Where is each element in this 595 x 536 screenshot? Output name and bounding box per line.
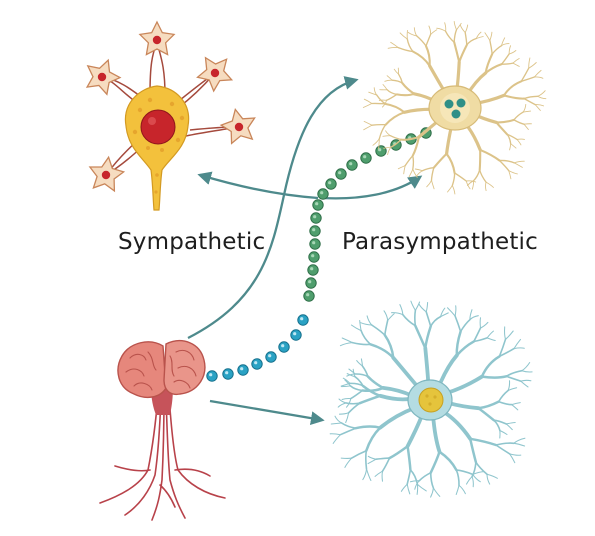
bead <box>309 225 321 237</box>
dendrites <box>329 300 533 498</box>
bead <box>251 358 263 370</box>
bead <box>278 341 290 353</box>
bead <box>310 212 322 224</box>
glial-cell <box>329 300 533 498</box>
brain-stem-roots <box>99 394 226 521</box>
arrow-brain-to-glial-cell <box>209 399 325 425</box>
bead <box>325 178 337 190</box>
blue-bead-chain <box>206 314 309 382</box>
arrow-crossing-to-parasympathetic-neuron <box>321 175 423 200</box>
bead <box>335 168 347 180</box>
bead <box>317 188 329 200</box>
bead <box>346 159 358 171</box>
brain-folds <box>125 349 197 391</box>
brain-right-hemisphere <box>163 340 206 396</box>
bead <box>290 329 302 341</box>
brain <box>99 340 226 521</box>
connection-arrows <box>187 76 423 425</box>
bead <box>237 364 249 376</box>
arrow-crossing-to-sympathetic-neuron <box>197 171 319 200</box>
sympathetic-neuron <box>85 20 256 211</box>
bead <box>309 238 321 250</box>
parasympathetic-nucleus <box>440 93 470 123</box>
bead <box>297 314 309 326</box>
bead <box>307 264 319 276</box>
bead <box>305 277 317 289</box>
star-cell <box>219 107 256 145</box>
star-cells <box>85 20 256 193</box>
bead <box>265 351 277 363</box>
star-cell <box>196 56 234 93</box>
bead <box>375 145 387 157</box>
bead <box>360 152 372 164</box>
green-bead-chain <box>303 127 432 302</box>
star-cell <box>138 20 176 56</box>
parasympathetic-neuron <box>362 21 547 195</box>
bead <box>206 370 218 382</box>
sympathetic-label: Sympathetic <box>118 229 266 255</box>
bead <box>308 251 320 263</box>
bead <box>312 199 324 211</box>
bead <box>303 290 315 302</box>
soma-body <box>124 85 190 211</box>
parasympathetic-label: Parasympathetic <box>342 229 538 255</box>
glial-nucleus <box>418 387 444 413</box>
soma-texture <box>132 97 185 194</box>
bead <box>222 368 234 380</box>
star-cell <box>88 155 126 193</box>
brain-left-hemisphere <box>117 341 167 399</box>
soma-nucleus <box>140 109 176 145</box>
arrow-brain-to-parasympathetic-neuron <box>187 76 359 340</box>
star-cell <box>85 58 122 96</box>
